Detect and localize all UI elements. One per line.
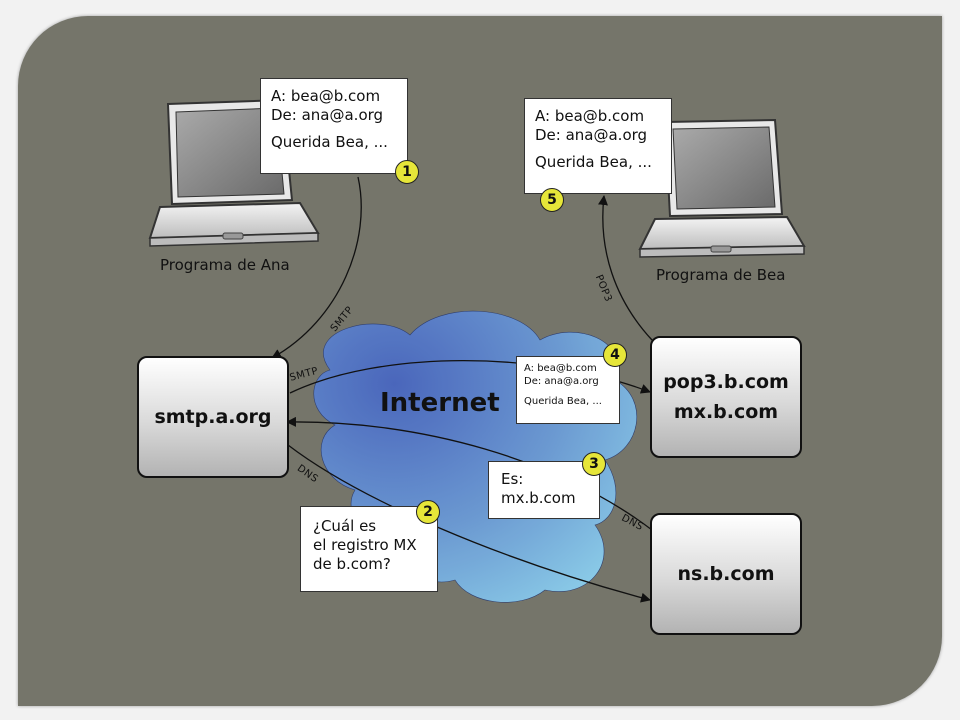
email-body: Querida Bea, ...: [524, 396, 602, 407]
email-from: De: ana@a.org: [271, 105, 384, 124]
email-to: A: bea@b.com: [524, 363, 597, 374]
connector-pop3-to-bea: [598, 195, 653, 341]
server-name: mx.b.com: [673, 401, 779, 423]
server-pop3-mx-b: pop3.b.com mx.b.com: [650, 336, 802, 458]
email-note-1: A: bea@b.com De: ana@a.org Querida Bea, …: [260, 78, 408, 174]
client-bea-label: Programa de Bea: [656, 266, 786, 284]
step-badge-4: 4: [603, 343, 627, 367]
server-name: smtp.a.org: [154, 405, 272, 428]
connector-dns-answer: [286, 416, 653, 531]
server-ns-b: ns.b.com: [650, 513, 802, 635]
email-body: Querida Bea, ...: [271, 132, 388, 151]
client-ana-label: Programa de Ana: [160, 256, 290, 274]
step-badge-5: 5: [540, 188, 564, 212]
step-badge-3: 3: [582, 452, 606, 476]
email-body: Querida Bea, ...: [535, 152, 652, 171]
email-from: De: ana@a.org: [535, 125, 648, 144]
step-badge-2: 2: [416, 500, 440, 524]
dns-query-line: de b.com?: [313, 554, 391, 573]
dns-query-note: ¿Cuál es el registro MX de b.com?: [300, 506, 438, 592]
connector-ana-to-smtp: [271, 176, 362, 359]
step-badge-1: 1: [395, 160, 419, 184]
server-smtp-a: smtp.a.org: [137, 356, 289, 478]
dns-query-line: ¿Cuál es: [313, 517, 377, 535]
dns-answer-line: mx.b.com: [501, 488, 576, 507]
server-name: ns.b.com: [677, 562, 775, 585]
email-from: De: ana@a.org: [524, 375, 599, 387]
server-name: pop3.b.com: [663, 370, 789, 393]
internet-label: Internet: [380, 388, 500, 418]
email-note-4: A: bea@b.com De: ana@a.org Querida Bea, …: [516, 356, 620, 424]
connector-dns-query: [287, 444, 651, 603]
email-to: A: bea@b.com: [271, 87, 381, 105]
laptop-bea-icon: [638, 118, 806, 258]
email-note-5: A: bea@b.com De: ana@a.org Querida Bea, …: [524, 98, 672, 194]
dns-answer-note: Es: mx.b.com: [488, 461, 600, 519]
email-to: A: bea@b.com: [535, 107, 645, 125]
dns-query-line: el registro MX: [313, 535, 417, 554]
dns-answer-line: Es:: [501, 470, 524, 488]
